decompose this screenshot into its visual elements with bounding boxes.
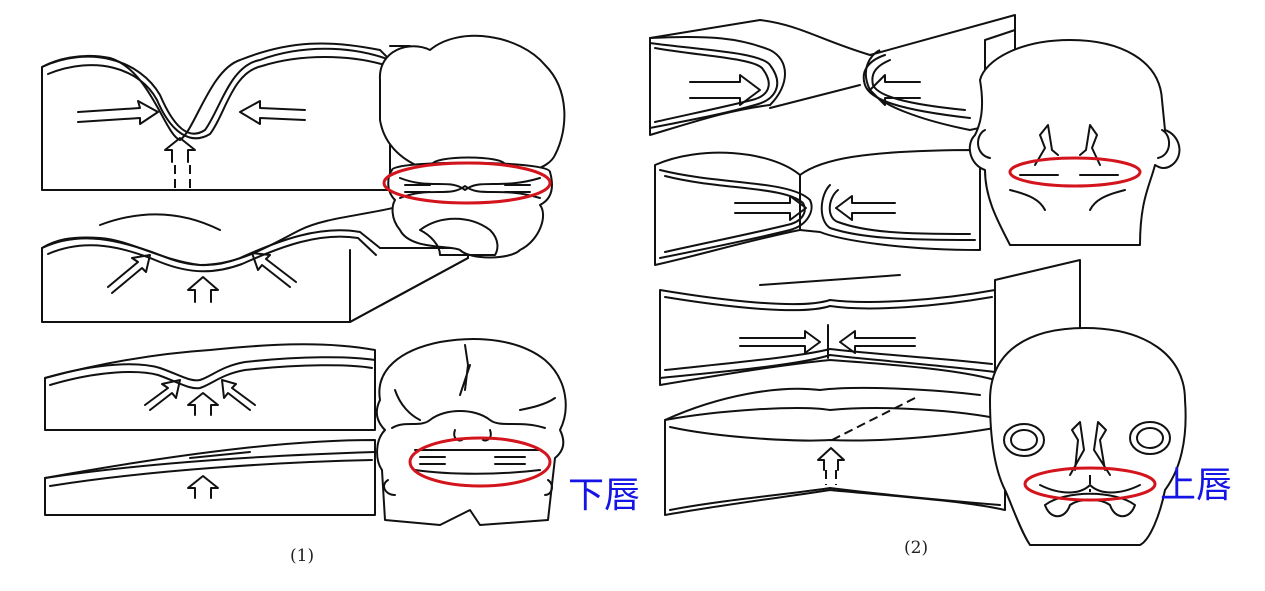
panel-2-stage-4-block (664, 386, 1006, 516)
panel-1-stage-1-block (41, 42, 411, 191)
panel-1-stage-4-block (44, 439, 376, 516)
panel-1-embryo-head-upper (378, 34, 566, 259)
panel-2-embryo-head-upper (968, 39, 1181, 246)
panel-1-caption: (1) (290, 546, 315, 566)
panel-2-stage-2-block (654, 149, 981, 266)
panel-1-lower-highlight-ellipse (408, 436, 552, 488)
panel-2-caption: (2) (904, 538, 929, 558)
panel-1-stage-3-block (44, 343, 376, 431)
panel-2-upper-highlight-ellipse (1008, 156, 1142, 188)
panel-2-embryo-head-lower (989, 327, 1187, 546)
panel-2-lower-highlight-ellipse (1023, 466, 1157, 502)
upper-lip-label: 上唇 (1160, 465, 1233, 506)
panel-2-stage-1-block (649, 14, 1016, 136)
panel-1-stage-2-block (41, 199, 469, 323)
panel-1-upper-highlight-ellipse (382, 161, 552, 205)
panel-1-embryo-head-lower (375, 338, 567, 526)
panel-2-stage-3-block (659, 259, 1081, 386)
lower-lip-label: 下唇 (568, 475, 641, 516)
